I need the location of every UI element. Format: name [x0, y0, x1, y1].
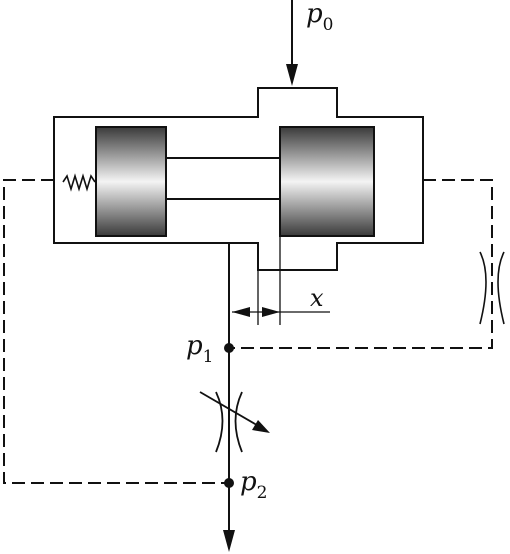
spool-land-right	[279, 126, 375, 237]
spool-land-left	[95, 126, 167, 237]
pilot-line-right	[229, 179, 493, 349]
junction-dot-p2	[224, 478, 234, 488]
variable-throttle	[215, 391, 243, 453]
dim-arrow-right-icon	[262, 307, 280, 317]
inlet-arrow-icon	[286, 64, 298, 86]
label-p2: p2	[240, 467, 267, 503]
outlet-arrow-icon	[223, 530, 235, 552]
junction-dot-p1	[224, 343, 234, 353]
label-x: x	[310, 284, 324, 312]
spring	[62, 173, 96, 192]
valve-body	[53, 87, 424, 271]
label-p1: p1	[186, 331, 213, 367]
fixed-orifice	[479, 251, 505, 325]
throttle-arrowhead-icon	[252, 420, 270, 433]
pilot-line-left	[3, 179, 229, 484]
throttle-adjust-arrow	[199, 391, 263, 429]
dim-arrow-left-icon	[232, 307, 250, 317]
label-p0: p0	[306, 0, 333, 35]
